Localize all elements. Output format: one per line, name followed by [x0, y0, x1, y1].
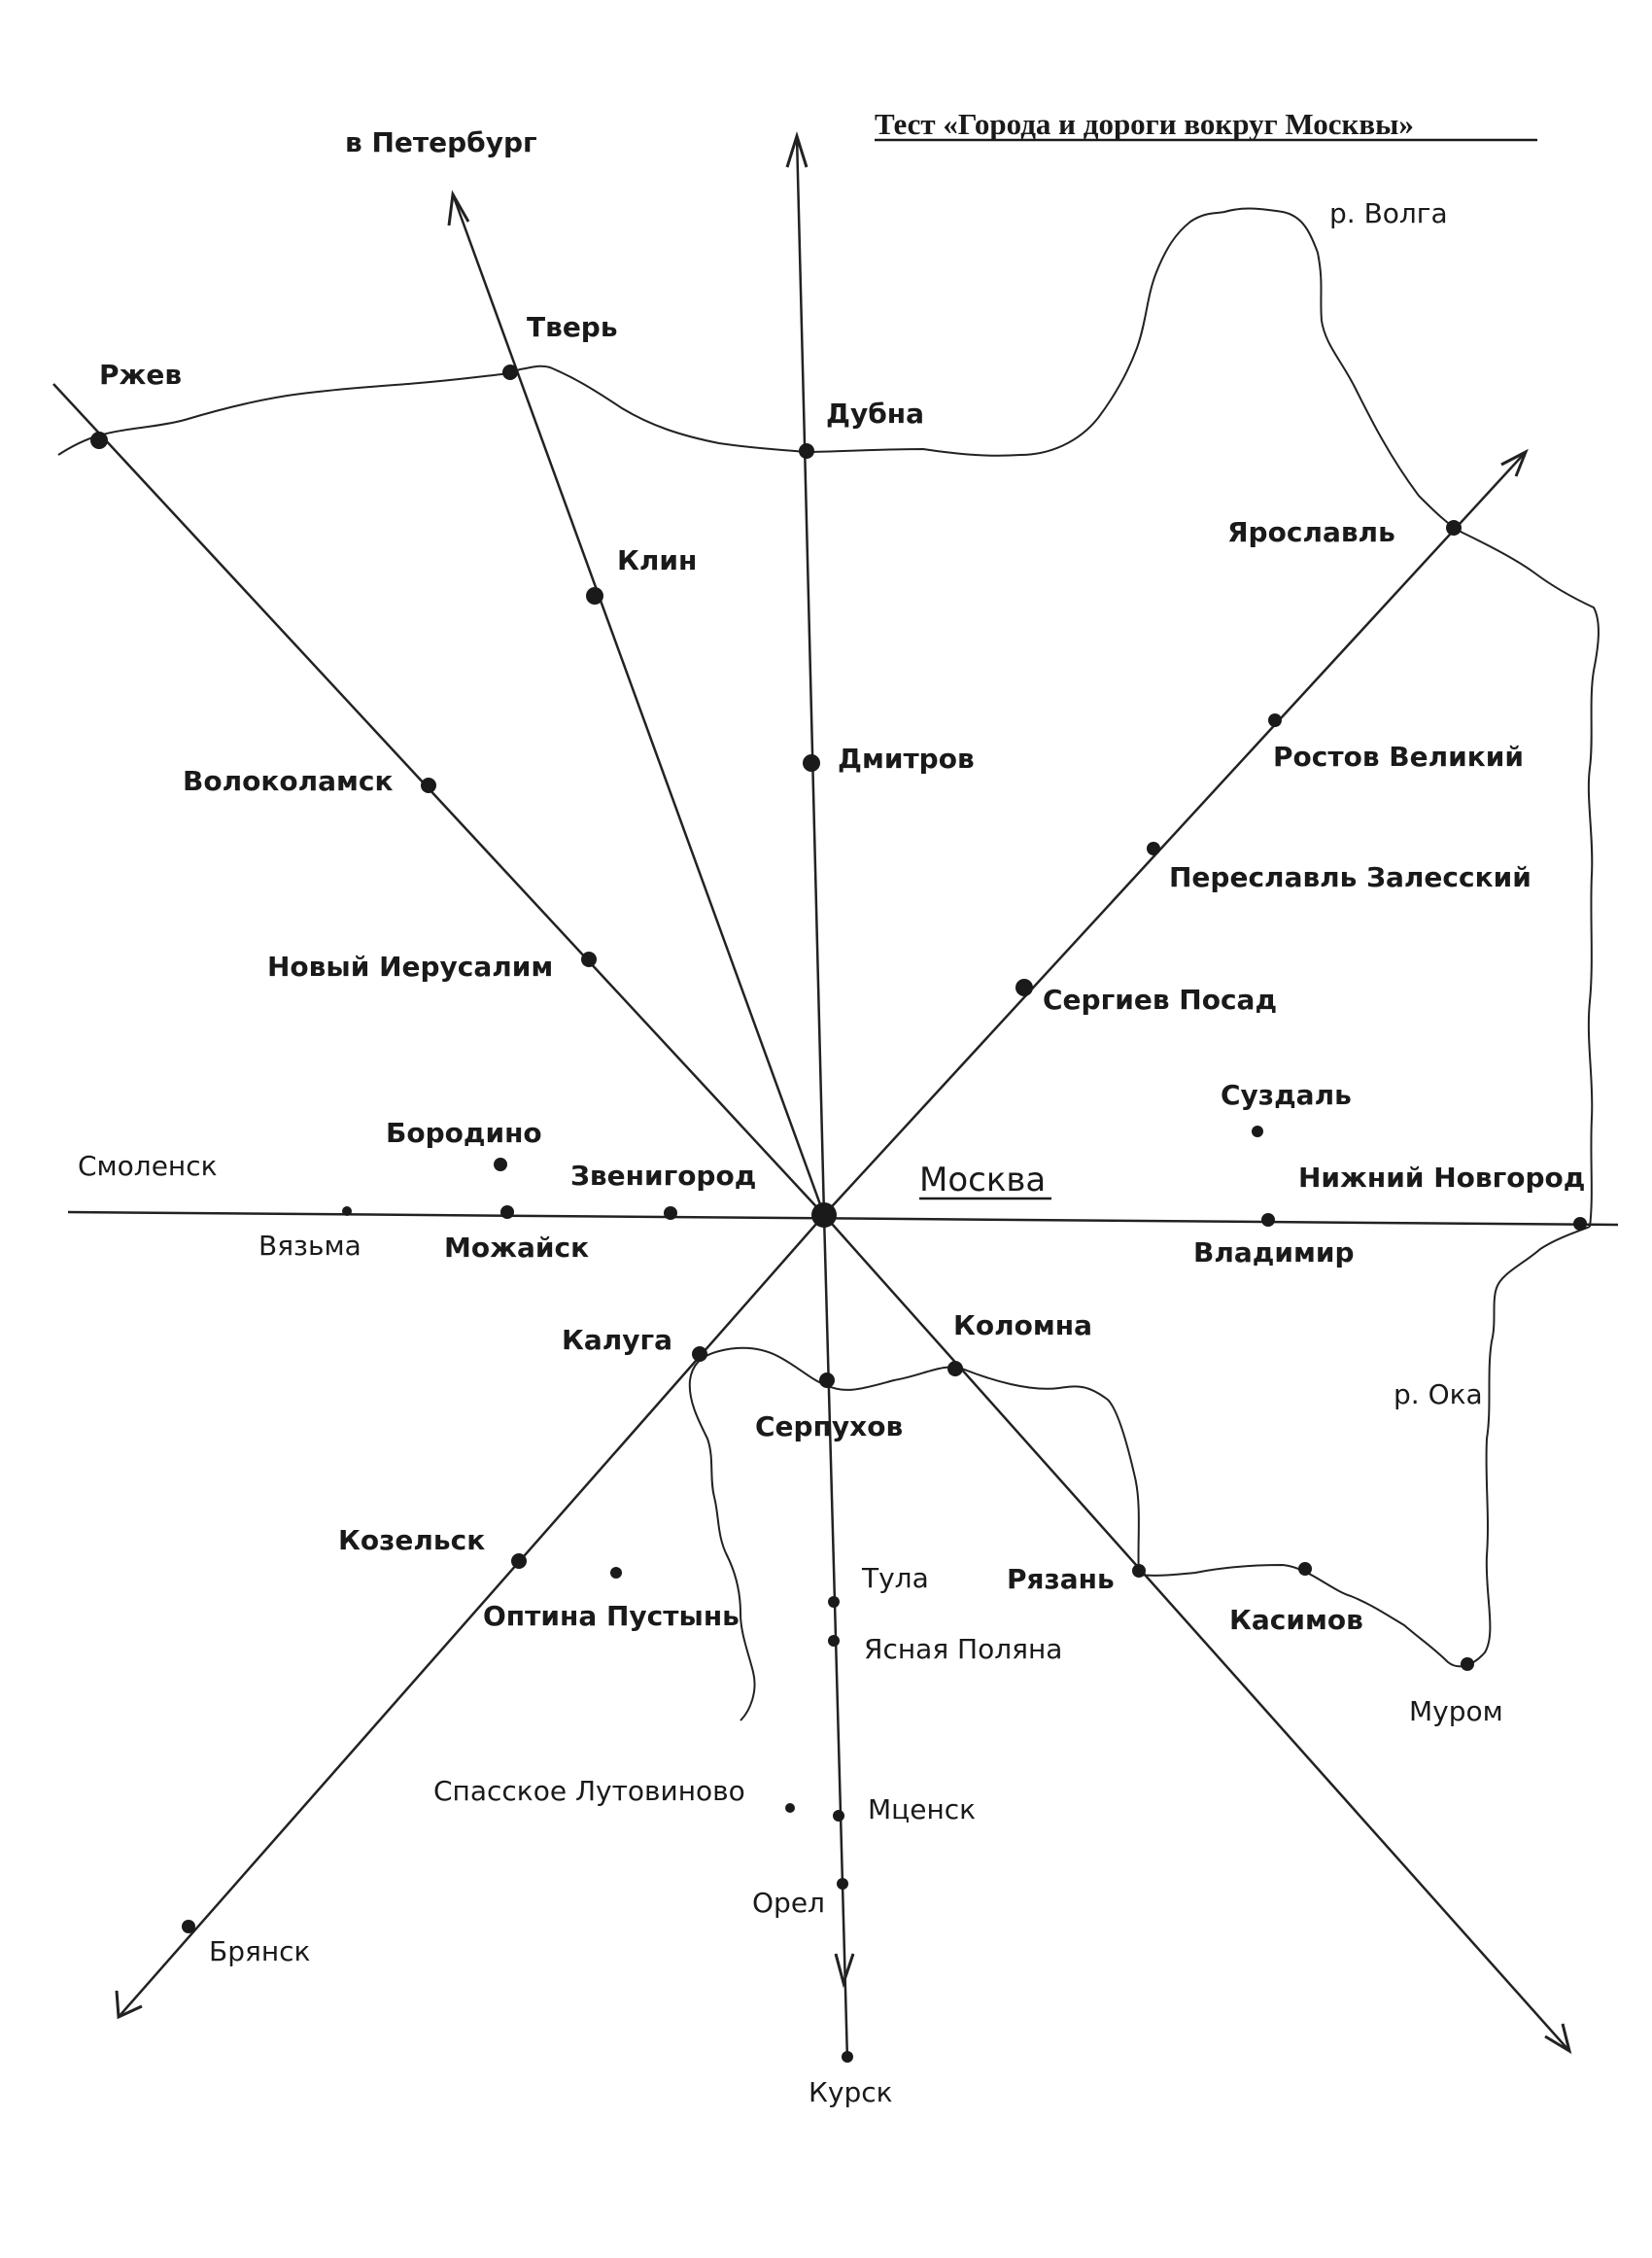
label-rzhev: Ржев — [99, 359, 182, 391]
kozelsk-dot — [511, 1553, 527, 1569]
label-volga: р. Волга — [1329, 197, 1448, 229]
city-dots — [90, 365, 1587, 2063]
label-smolensk: Смоленск — [78, 1150, 218, 1182]
label-kolomna: Коломна — [953, 1309, 1092, 1341]
label-vyazma: Вязьма — [258, 1230, 361, 1262]
label-optina: Оптина Пустынь — [483, 1600, 740, 1632]
tver-dot — [502, 365, 518, 380]
road-east-west — [67, 1210, 1619, 1227]
arrow-bryansk-icon — [115, 1990, 143, 2020]
moscow-dot — [811, 1202, 837, 1228]
label-moscow: Москва — [919, 1161, 1046, 1199]
tula-dot — [828, 1596, 840, 1608]
arrowheads — [115, 130, 1572, 2055]
mozhaysk-dot — [500, 1205, 514, 1219]
yaroslavl-dot — [1446, 520, 1462, 536]
road-southeast — [823, 1214, 1570, 2052]
kursk-dot — [842, 2051, 853, 2063]
label-vladimir: Владимир — [1193, 1236, 1355, 1268]
rostov-dot — [1268, 713, 1282, 727]
label-pereslavl: Переславль Залесский — [1169, 861, 1532, 893]
label-klin: Клин — [617, 544, 697, 576]
borodino-dot — [494, 1158, 507, 1171]
label-mtsensk: Мценск — [868, 1793, 976, 1825]
vyazma-dot — [342, 1206, 352, 1216]
dmitrov-dot — [803, 754, 820, 772]
label-murom: Муром — [1409, 1695, 1503, 1727]
kolomna-dot — [947, 1361, 963, 1376]
label-tver: Тверь — [527, 311, 618, 343]
label-kursk: Курск — [809, 2076, 893, 2108]
label-rostov: Ростов Великий — [1273, 741, 1524, 773]
novy-ierusalim-dot — [581, 952, 597, 967]
optina-dot — [610, 1567, 622, 1579]
arrow-petersburg-icon — [447, 190, 470, 226]
road-yaroslavl — [823, 451, 1527, 1216]
nizhny-dot — [1573, 1217, 1587, 1231]
arrow-north-icon — [785, 130, 809, 168]
bryansk-dot — [182, 1920, 195, 1933]
spasskoe-dot — [785, 1803, 795, 1813]
label-spasskoe: Спасское Лутовиново — [433, 1775, 745, 1807]
label-yasnaya: Ясная Поляна — [864, 1633, 1062, 1665]
label-petersburg: в Петербург — [345, 126, 537, 158]
label-kozelsk: Козельск — [338, 1524, 485, 1556]
serpukhov-dot — [819, 1372, 835, 1388]
arrow-yaroslavl-icon — [1500, 448, 1529, 477]
road-rzhev — [52, 383, 825, 1216]
road-north — [795, 135, 826, 1216]
pereslavl-dot — [1147, 842, 1160, 855]
label-dmitrov: Дмитров — [838, 743, 975, 775]
label-bryansk: Брянск — [209, 1935, 310, 1967]
label-dubna: Дубна — [826, 398, 924, 430]
orel-dot — [837, 1878, 848, 1890]
label-zvenigorod: Звенигород — [570, 1160, 756, 1192]
label-volokolamsk: Волоколамск — [183, 765, 393, 797]
suzdal-dot — [1252, 1126, 1263, 1137]
label-mozhaysk: Можайск — [444, 1232, 589, 1264]
volokolamsk-dot — [421, 778, 436, 793]
klin-dot — [586, 587, 603, 605]
map-title: Тест «Города и дороги вокруг Москвы» — [875, 107, 1414, 141]
kasimov-dot — [1298, 1562, 1312, 1576]
kaluga-dot — [692, 1346, 707, 1362]
vladimir-dot — [1261, 1213, 1275, 1227]
label-novy-ierusalim: Новый Иерусалим — [267, 951, 553, 983]
label-suzdal: Суздаль — [1221, 1079, 1352, 1111]
arrow-kursk-icon — [834, 1953, 855, 1989]
label-tula: Тула — [861, 1562, 929, 1594]
zvenigorod-dot — [664, 1206, 677, 1220]
dubna-dot — [799, 443, 814, 459]
road-bryansk — [118, 1214, 825, 2018]
label-kasimov: Касимов — [1229, 1604, 1363, 1636]
yasnaya-dot — [828, 1635, 840, 1647]
road-petersburg — [451, 193, 826, 1216]
label-oka: р. Ока — [1394, 1378, 1483, 1410]
label-ryazan: Рязань — [1007, 1563, 1115, 1595]
label-serpukhov: Серпухов — [755, 1410, 903, 1442]
arrow-southeast-icon — [1544, 2023, 1572, 2055]
label-yaroslavl: Ярославль — [1227, 516, 1395, 548]
label-kaluga: Калуга — [562, 1324, 672, 1356]
sergiev-posad-dot — [1015, 979, 1033, 996]
label-borodino: Бородино — [386, 1117, 542, 1149]
murom-dot — [1461, 1657, 1474, 1671]
roads — [52, 135, 1619, 2062]
label-nizhny: Нижний Новгород — [1298, 1162, 1585, 1194]
label-sergiev-posad: Сергиев Посад — [1043, 984, 1277, 1016]
label-orel: Орел — [752, 1887, 825, 1919]
river-volga — [57, 207, 1600, 1228]
river-oka — [688, 1226, 1591, 1721]
rzhev-dot — [90, 432, 108, 449]
mtsensk-dot — [833, 1810, 844, 1822]
ryazan-dot — [1132, 1564, 1146, 1578]
